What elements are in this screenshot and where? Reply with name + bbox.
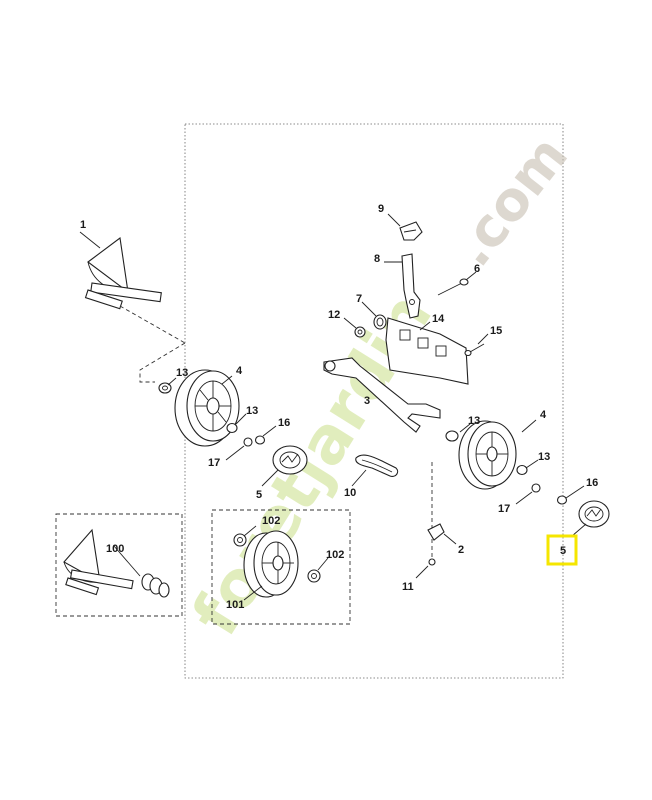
part-7-spring bbox=[373, 314, 387, 330]
part-5-hubcap-left bbox=[272, 445, 308, 475]
part-14-height-plate bbox=[385, 317, 469, 385]
label-7: 7 bbox=[356, 293, 362, 305]
label-12: 12 bbox=[328, 309, 340, 321]
label-5-left: 5 bbox=[256, 489, 262, 501]
part-2-bracket bbox=[427, 523, 445, 541]
part-102-bearing-right bbox=[307, 569, 321, 583]
part-11-pin bbox=[428, 558, 436, 566]
part-1-hub-cover bbox=[79, 231, 162, 310]
part-13-nut-left-2 bbox=[226, 422, 238, 434]
part-6-screw bbox=[437, 278, 469, 296]
label-4-right: 4 bbox=[540, 409, 547, 421]
part-17-nut-right bbox=[531, 483, 541, 493]
part-8-lever bbox=[401, 253, 421, 319]
part-16-washer-right bbox=[556, 495, 568, 505]
label-16-left: 16 bbox=[278, 417, 290, 429]
label-13-b: 13 bbox=[246, 405, 258, 417]
label-100: 100 bbox=[106, 543, 124, 555]
part-5-hubcap-right bbox=[578, 500, 610, 528]
label-13-a: 13 bbox=[176, 367, 188, 379]
label-9: 9 bbox=[378, 203, 384, 215]
label-13-c: 13 bbox=[468, 415, 480, 427]
label-8: 8 bbox=[374, 253, 380, 265]
label-14: 14 bbox=[432, 313, 445, 325]
label-5-right: 5 bbox=[560, 545, 566, 557]
part-12-washer bbox=[354, 326, 366, 338]
part-4-wheel-right bbox=[458, 420, 517, 490]
label-15: 15 bbox=[490, 325, 502, 337]
part-13-nut-right-2 bbox=[516, 464, 528, 476]
kit-box-100 bbox=[55, 513, 183, 617]
part-10-clip bbox=[355, 454, 399, 477]
leader-lines bbox=[113, 213, 587, 601]
part-102-bearing-left bbox=[233, 533, 247, 547]
part-17-nut-left bbox=[243, 437, 253, 447]
part-13-nut-right bbox=[445, 430, 459, 442]
label-1: 1 bbox=[80, 219, 86, 231]
part-101-wheel bbox=[243, 530, 299, 598]
label-17-left: 17 bbox=[208, 457, 220, 469]
highlight-part-5 bbox=[546, 534, 578, 566]
label-16-right: 16 bbox=[586, 477, 598, 489]
label-10: 10 bbox=[344, 487, 356, 499]
part-labels: 1 2 3 4 4 5 5 6 7 8 9 10 11 12 13 13 13 … bbox=[80, 203, 598, 611]
part-100-kit bbox=[63, 528, 170, 598]
label-13-d: 13 bbox=[538, 451, 550, 463]
part-9-clip bbox=[399, 221, 423, 241]
label-6: 6 bbox=[474, 263, 480, 275]
label-102-b: 102 bbox=[326, 549, 344, 561]
label-3: 3 bbox=[364, 395, 370, 407]
label-102-a: 102 bbox=[262, 515, 280, 527]
label-11: 11 bbox=[402, 581, 414, 593]
label-17-right: 17 bbox=[498, 503, 510, 515]
label-2: 2 bbox=[458, 544, 464, 556]
label-101: 101 bbox=[226, 599, 244, 611]
watermark-text-right: .com bbox=[441, 124, 580, 278]
label-4-left: 4 bbox=[236, 365, 243, 377]
part-4-wheel-left bbox=[174, 369, 240, 447]
part-3-axle bbox=[323, 357, 441, 433]
part-16-washer-left bbox=[254, 435, 266, 445]
part-15-screw bbox=[464, 343, 485, 357]
part-13-nut-left bbox=[158, 382, 172, 394]
